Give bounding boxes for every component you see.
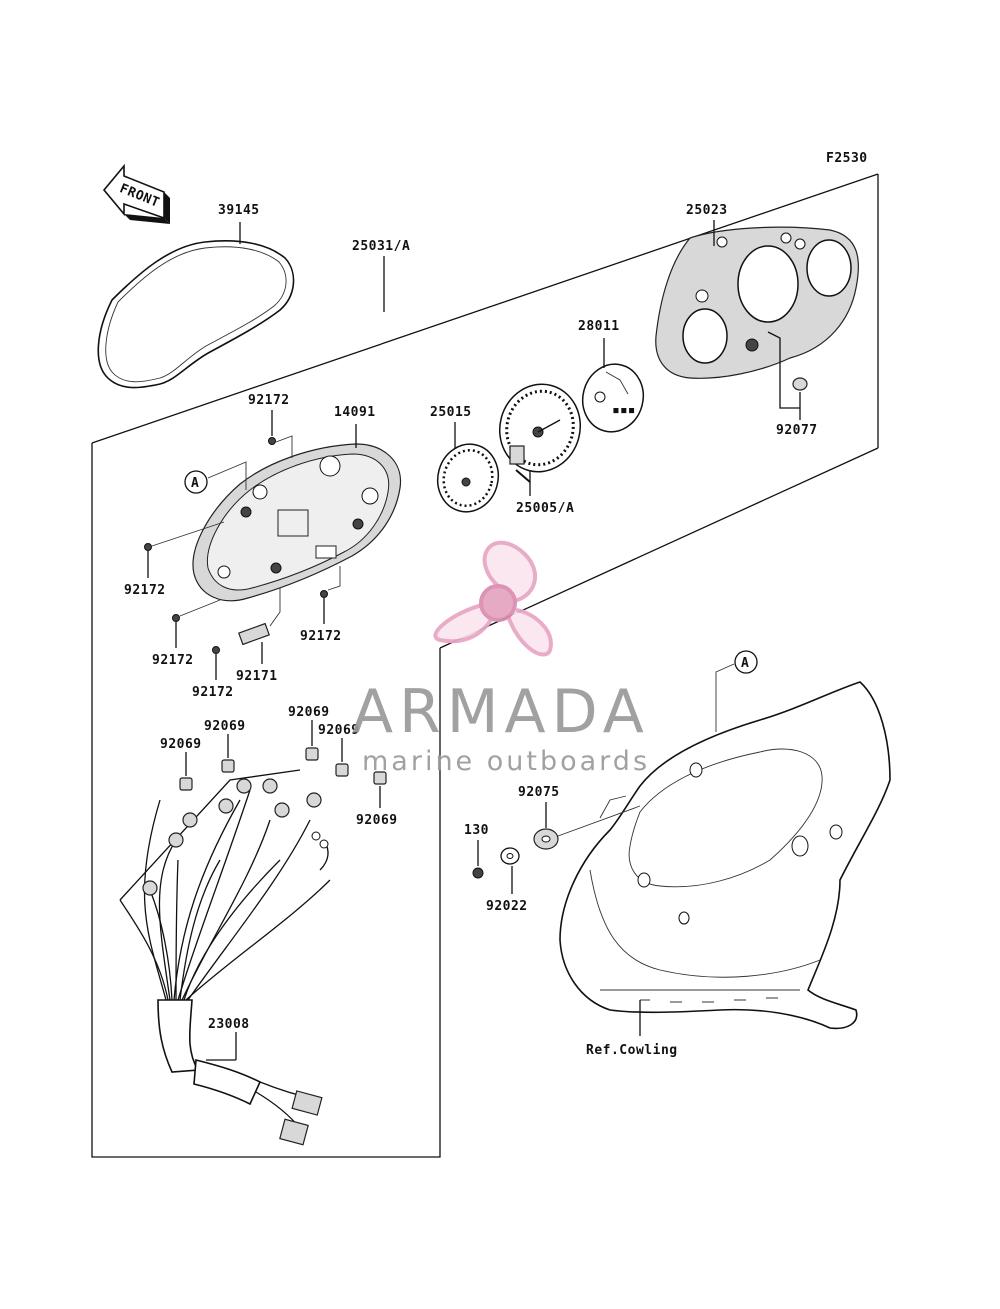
tachometer-25015: [436, 443, 500, 513]
screw-92172-lower-left: [172, 599, 221, 622]
callout-a-upper: A: [184, 461, 247, 494]
callout-a-lower: A: [715, 650, 758, 732]
front-arrow-icon: FRONT: [102, 163, 170, 224]
part-label-25015: 25015: [430, 405, 472, 420]
part-label-92172-bottom: 92172: [192, 685, 234, 700]
part-label-14091: 14091: [334, 405, 376, 420]
bulb-92069-e: [373, 771, 387, 785]
watermark-tagline: marine outboards: [362, 746, 650, 777]
propeller-logo-icon: [433, 540, 553, 657]
part-label-25005a: 25005/A: [516, 501, 574, 516]
watermark-brand: ARMADA: [352, 677, 650, 747]
figure-code: F2530: [826, 151, 868, 166]
part-label-92069-a: 92069: [160, 737, 202, 752]
screw-92172-bottom: [212, 646, 220, 654]
callout-a-upper-label: A: [191, 476, 199, 491]
part-label-92172-lower-left: 92172: [152, 653, 194, 668]
bulb-92069-c: [305, 747, 319, 761]
svg-text:▪▪▪: ▪▪▪: [612, 403, 635, 418]
part-label-92069-b: 92069: [204, 719, 246, 734]
screw-92172-right: [320, 566, 341, 598]
part-label-25031a: 25031/A: [352, 239, 410, 254]
part-label-92172-top: 92172: [248, 393, 290, 408]
screw-92172-top: [268, 435, 293, 458]
part-label-25023: 25023: [686, 203, 728, 218]
bulb-92069-b: [221, 759, 235, 773]
clip-92171: [238, 622, 270, 646]
callout-a-lower-label: A: [741, 656, 749, 671]
part-label-39145: 39145: [218, 203, 260, 218]
meter-cover-25023: [655, 226, 859, 379]
wiring-harness-23008: [119, 769, 331, 1146]
part-label-92069-e: 92069: [356, 813, 398, 828]
part-label-92171: 92171: [236, 669, 278, 684]
part-label-92172-right: 92172: [300, 629, 342, 644]
armada-watermark: ARMADA marine outboards: [352, 540, 650, 777]
grommet-92077: [792, 377, 808, 391]
meter-case-14091: [192, 443, 402, 602]
part-label-ref-cowling: Ref.Cowling: [586, 1043, 678, 1058]
screw-92172-left: [144, 521, 225, 551]
washer-92022: [500, 847, 520, 865]
part-label-92022: 92022: [486, 899, 528, 914]
speedometer-25005a: [498, 383, 582, 483]
part-label-92172-left: 92172: [124, 583, 166, 598]
grommet-92075: [533, 828, 559, 850]
bolt-130: [472, 867, 484, 879]
part-label-130: 130: [464, 823, 489, 838]
bulb-92069-a: [179, 777, 193, 791]
part-label-92077: 92077: [776, 423, 818, 438]
bulb-92069-d: [335, 763, 349, 777]
part-label-28011: 28011: [578, 319, 620, 334]
dial-face-28011: ▪▪▪: [581, 363, 645, 433]
part-label-92069-d: 92069: [318, 723, 360, 738]
gasket-39145: [97, 239, 295, 389]
cowling-ref: [559, 681, 891, 1030]
part-label-23008: 23008: [208, 1017, 250, 1032]
part-label-92075: 92075: [518, 785, 560, 800]
part-label-92069-c: 92069: [288, 705, 330, 720]
